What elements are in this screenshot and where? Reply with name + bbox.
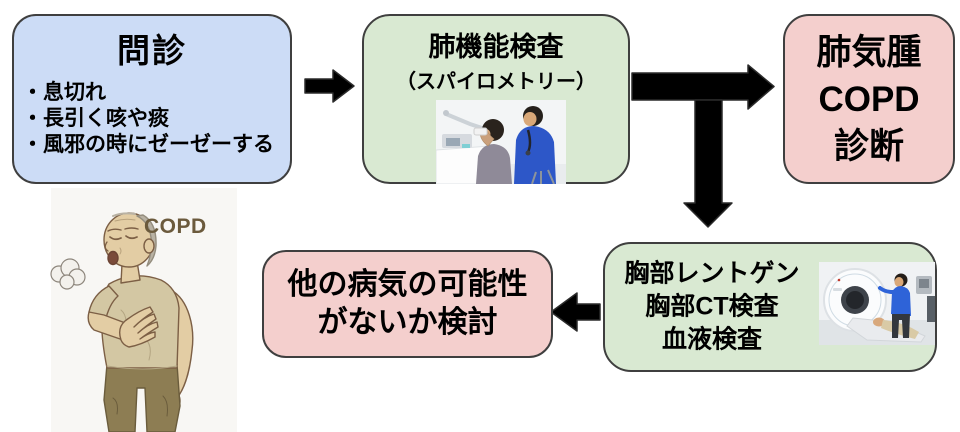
copd-diagnosis-box: 肺気腫 COPD 診断	[783, 14, 955, 184]
imaging-test-item: 胸部レントゲン	[624, 259, 800, 288]
symptom-item: ・風邪の時にゼーゼーする	[22, 133, 274, 156]
spirometry-test-photo	[436, 100, 566, 184]
symptom-item: ・息切れ	[22, 81, 106, 104]
imaging-tests-box: 胸部レントゲン 胸部CT検査 血液検査	[603, 242, 937, 372]
imaging-test-item: 胸部CT検査	[645, 292, 779, 321]
symptom-item: ・長引く咳や痰	[22, 107, 169, 130]
imaging-test-item: 血液検査	[661, 325, 762, 354]
interview-title: 問診	[117, 32, 187, 69]
spirometry-title: 肺機能検査	[428, 32, 564, 62]
copd-patient-illustration	[50, 188, 237, 432]
spirometry-box: 肺機能検査 （スパイロメトリー）	[362, 14, 630, 184]
interview-symptom-list: ・息切れ ・長引く咳や痰 ・風邪の時にゼーゼーする	[22, 80, 290, 158]
diagnosis-line: 診断	[833, 126, 904, 166]
arrow-spirometry-branch	[631, 64, 775, 228]
arrow-down-to-imaging	[683, 99, 733, 228]
interview-box: 問診 ・息切れ ・長引く咳や痰 ・風邪の時にゼーゼーする	[12, 14, 292, 184]
diagnosis-line: 肺気腫	[816, 32, 922, 72]
arrow-imaging-to-reconsider	[550, 292, 601, 332]
arrow-spirometry-to-diagnosis	[631, 64, 775, 110]
imaging-test-list: 胸部レントゲン 胸部CT検査 血液検査	[605, 258, 819, 357]
reconsider-line: がないか検討	[317, 306, 498, 339]
copd-illustration-label: COPD	[144, 215, 207, 238]
diagnosis-line: COPD	[818, 79, 920, 119]
spirometry-subtitle: （スパイロメトリー）	[396, 71, 596, 93]
other-diseases-box: 他の病気の可能性 がないか検討	[262, 250, 553, 358]
reconsider-line: 他の病気の可能性	[287, 268, 528, 301]
arrow-interview-to-spirometry	[304, 69, 355, 103]
ct-scanner-photo	[819, 262, 935, 345]
breath-puff-icon	[50, 258, 86, 290]
